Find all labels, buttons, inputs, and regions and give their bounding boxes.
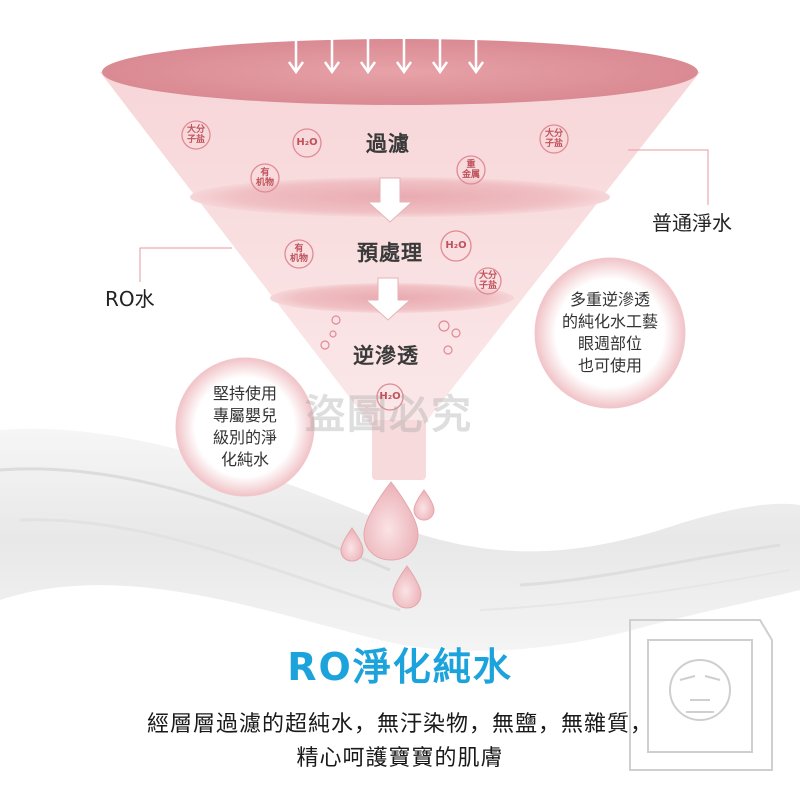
stage-arrows [364,177,414,321]
badge-left-text: 堅持使用 專屬嬰兒 級別的淨 化純水 [212,384,278,469]
description-line-1: 經層層過濾的超純水，無汙染物，無鹽，無雜質， [146,712,653,737]
molecule-heavy-metal: 重 金属 [461,160,481,180]
stage-reverse-osmosis-label: 逆滲透 [353,344,419,368]
funnel-rim [102,39,698,105]
bubbles [320,315,461,355]
molecule-large-salt: 大分 子盐 [544,129,564,149]
molecule-large-salt: 大分 子盐 [186,125,206,145]
page-title: RO淨化純水 [287,645,513,689]
ro-water-label: RO水 [105,287,155,311]
molecules [181,120,569,411]
badge-right-circle [534,257,686,409]
normal-water-label: 普通淨水 [652,211,732,235]
badge-right-text: 多重逆滲透 的純化水工藝 眼週部位 也可使用 [561,290,659,375]
description-line-2: 精心呵護寶寶的肌膚 [296,746,504,771]
molecule-large-salt: 大分 子盐 [478,271,498,291]
stage-pretreatment-label: 預處理 [357,241,423,265]
molecule-water: H₂O [445,240,467,251]
water-drops [340,481,435,609]
funnel-spout [372,420,426,480]
stage-filtration-label: 過濾 [366,132,410,156]
watermark: 盜圖必究 [305,392,473,438]
molecule-water: H₂O [296,137,318,148]
molecule-organic: 有 机物 [255,168,275,188]
connector-lines [139,149,709,282]
molecule-organic: 有 机物 [289,244,309,264]
funnel-body [100,72,700,450]
brand-stamp-logo [629,619,773,771]
badge-left-circle [175,357,315,497]
incoming-arrows [287,22,485,75]
molecule-water: H₂O [379,391,401,402]
